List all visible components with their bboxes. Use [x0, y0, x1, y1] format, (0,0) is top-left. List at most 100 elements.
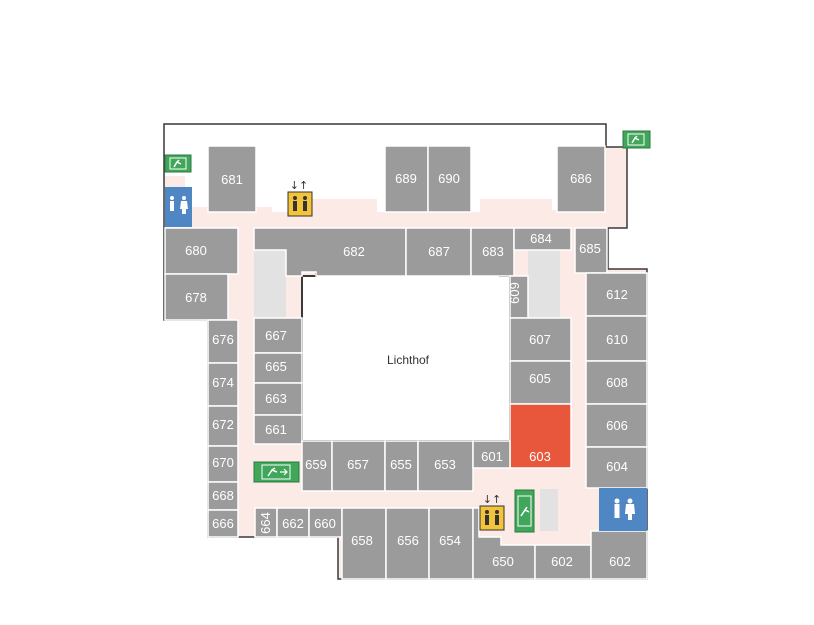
room-658[interactable]: 658	[341, 507, 387, 580]
svg-text:654: 654	[439, 533, 461, 548]
courtyard-label: Lichthof	[387, 353, 430, 367]
svg-text:604: 604	[606, 459, 628, 474]
svg-text:657: 657	[347, 457, 369, 472]
room-650[interactable]: 650	[472, 507, 536, 580]
room-674[interactable]: 674	[207, 362, 239, 407]
room-663[interactable]: 663	[253, 382, 303, 416]
stairwell-east	[528, 250, 560, 318]
svg-text:659: 659	[305, 457, 327, 472]
room-690[interactable]: 690	[427, 145, 472, 213]
room-653[interactable]: 653	[417, 440, 474, 492]
svg-text:681: 681	[221, 172, 243, 187]
svg-text:662: 662	[282, 516, 304, 531]
room-662[interactable]: 662	[276, 507, 310, 538]
room-605[interactable]: 605	[509, 360, 572, 405]
svg-text:685: 685	[579, 241, 601, 256]
restroom-icon	[599, 488, 647, 531]
svg-text:672: 672	[212, 417, 234, 432]
room-665[interactable]: 665	[253, 352, 303, 384]
room-660[interactable]: 660	[308, 507, 343, 538]
room-670[interactable]: 670	[207, 445, 239, 483]
emergency-exit-icon	[514, 489, 535, 533]
svg-text:682: 682	[343, 244, 365, 259]
room-681[interactable]: 681	[207, 145, 257, 213]
svg-text:680: 680	[185, 243, 207, 258]
room-666[interactable]: 666	[207, 509, 239, 538]
room-659[interactable]: 659	[301, 440, 333, 492]
restroom-icon	[165, 187, 192, 227]
svg-text:661: 661	[265, 422, 287, 437]
room-680[interactable]: 680	[164, 227, 239, 275]
svg-text:↓↑: ↓↑	[290, 179, 308, 192]
svg-text:↓↑: ↓↑	[483, 493, 501, 506]
stairwell-south	[540, 489, 558, 531]
svg-text:656: 656	[397, 533, 419, 548]
svg-text:668: 668	[212, 488, 234, 503]
stairwell-west	[254, 250, 286, 318]
room-664[interactable]: 664	[254, 507, 278, 538]
room-654[interactable]: 654	[428, 507, 474, 580]
svg-text:674: 674	[212, 375, 234, 390]
room-683[interactable]: 683	[470, 227, 515, 277]
room-684[interactable]: 684	[513, 227, 572, 251]
room-656[interactable]: 656	[385, 507, 430, 580]
room-604[interactable]: 604	[585, 446, 648, 489]
svg-text:678: 678	[185, 290, 207, 305]
room-687[interactable]: 687	[405, 227, 472, 277]
room-667[interactable]: 667	[253, 317, 303, 354]
svg-text:602: 602	[551, 554, 573, 569]
svg-text:605: 605	[529, 371, 551, 386]
svg-text:606: 606	[606, 418, 628, 433]
svg-text:660: 660	[314, 516, 336, 531]
room-661[interactable]: 661	[253, 414, 303, 445]
room-606[interactable]: 606	[585, 403, 648, 448]
svg-text:666: 666	[212, 516, 234, 531]
emergency-exit-icon	[164, 154, 192, 173]
room-602-a[interactable]: 602	[534, 544, 592, 580]
svg-text:664: 664	[258, 512, 273, 534]
room-612[interactable]: 612	[585, 272, 648, 317]
elevator-icon: ↓↑	[479, 493, 505, 531]
svg-text:670: 670	[212, 455, 234, 470]
room-601[interactable]: 601	[472, 440, 511, 469]
room-603[interactable]: 603	[509, 403, 572, 469]
svg-text:663: 663	[265, 391, 287, 406]
room-607[interactable]: 607	[509, 317, 572, 362]
svg-text:665: 665	[265, 359, 287, 374]
svg-text:690: 690	[438, 171, 460, 186]
room-610[interactable]: 610	[585, 315, 648, 362]
courtyard: Lichthof	[301, 271, 511, 442]
elevator-icon: ↓↑	[287, 179, 313, 217]
svg-text:603: 603	[529, 449, 551, 464]
svg-text:612: 612	[606, 287, 628, 302]
svg-text:653: 653	[434, 457, 456, 472]
svg-text:610: 610	[606, 332, 628, 347]
room-676[interactable]: 676	[207, 319, 239, 364]
room-685[interactable]: 685	[574, 227, 608, 274]
room-686[interactable]: 686	[556, 145, 606, 213]
svg-text:601: 601	[481, 449, 503, 464]
svg-text:607: 607	[529, 332, 551, 347]
emergency-exit-icon	[622, 130, 651, 149]
svg-text:689: 689	[395, 171, 417, 186]
room-655[interactable]: 655	[384, 440, 419, 492]
svg-text:609: 609	[507, 282, 522, 304]
svg-text:683: 683	[482, 244, 504, 259]
room-608[interactable]: 608	[585, 360, 648, 405]
room-689[interactable]: 689	[384, 145, 429, 213]
room-672[interactable]: 672	[207, 405, 239, 447]
room-609[interactable]: 609	[507, 275, 529, 319]
room-657[interactable]: 657	[331, 440, 386, 492]
room-678[interactable]: 678	[164, 273, 229, 321]
svg-text:658: 658	[351, 533, 373, 548]
svg-text:655: 655	[390, 457, 412, 472]
room-668[interactable]: 668	[207, 481, 239, 511]
room-602-b[interactable]: 602	[590, 530, 648, 580]
svg-text:608: 608	[606, 375, 628, 390]
svg-text:687: 687	[428, 244, 450, 259]
svg-text:684: 684	[530, 231, 552, 246]
svg-text:686: 686	[570, 171, 592, 186]
emergency-exit-icon	[253, 461, 300, 483]
svg-text:650: 650	[492, 554, 514, 569]
